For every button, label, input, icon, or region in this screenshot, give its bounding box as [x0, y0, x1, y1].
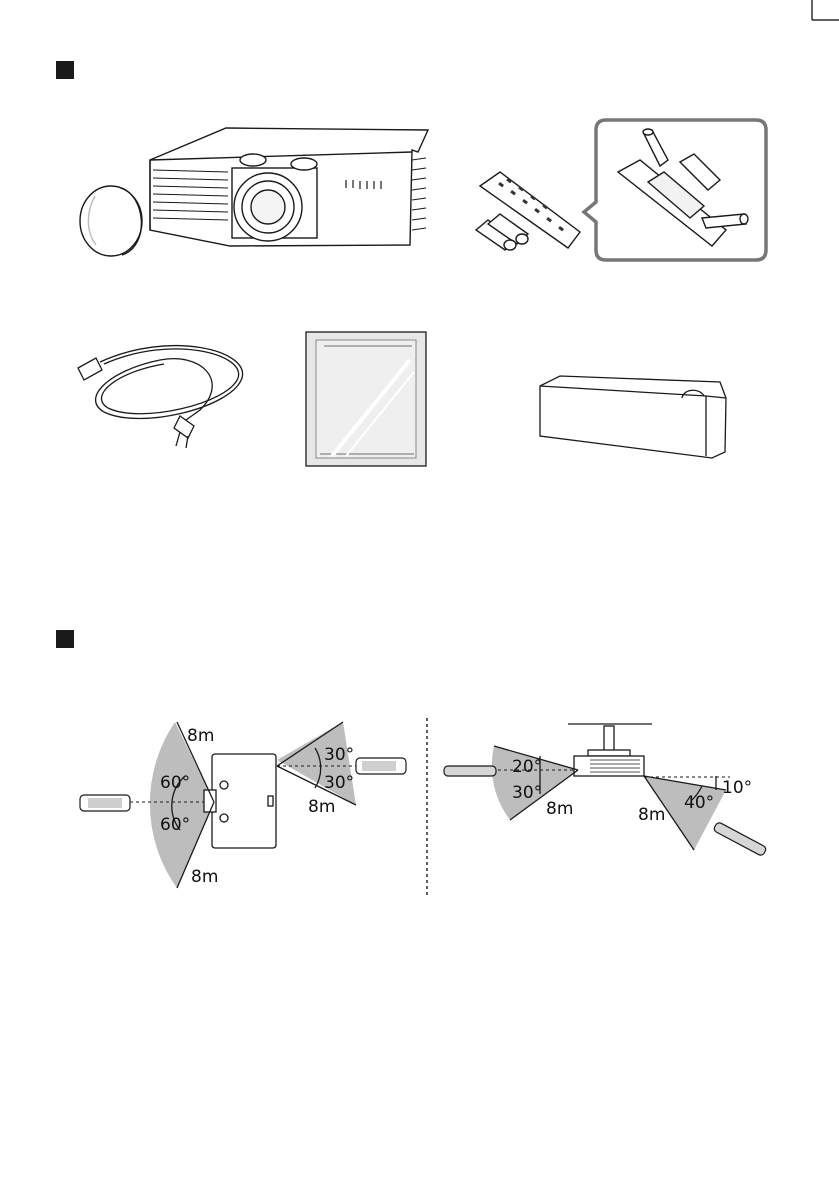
side-front-upper-angle-label: 20°	[512, 757, 542, 777]
remote-control-left	[80, 795, 130, 811]
side-remote-right	[713, 821, 767, 856]
top-view-diagram: 8m 8m 60° 60° 30° 30° 8m	[80, 722, 406, 888]
front-upper-angle-label: 60°	[160, 773, 190, 793]
bottom-distance-label: 8m	[191, 867, 218, 887]
rear-lower-angle-label: 30°	[324, 773, 354, 793]
side-rear-distance-label: 8m	[638, 805, 665, 825]
top-distance-label: 8m	[187, 726, 214, 746]
rear-distance-label: 8m	[308, 797, 335, 817]
side-front-lower-angle-label: 30°	[512, 783, 542, 803]
projector-side-view	[574, 726, 644, 776]
rear-upper-angle-label: 30°	[324, 745, 354, 765]
side-remote-left	[444, 766, 496, 776]
front-lower-angle-label: 60°	[160, 815, 190, 835]
side-rear-spread-angle-label: 40°	[684, 793, 714, 813]
side-view-diagram: 20° 30° 8m 8m 10° 40°	[444, 724, 767, 857]
side-front-distance-label: 8m	[546, 799, 573, 819]
projector-top-view	[212, 754, 276, 848]
side-rear-tilt-angle-label: 10°	[722, 778, 752, 798]
remote-control-right	[356, 758, 406, 774]
